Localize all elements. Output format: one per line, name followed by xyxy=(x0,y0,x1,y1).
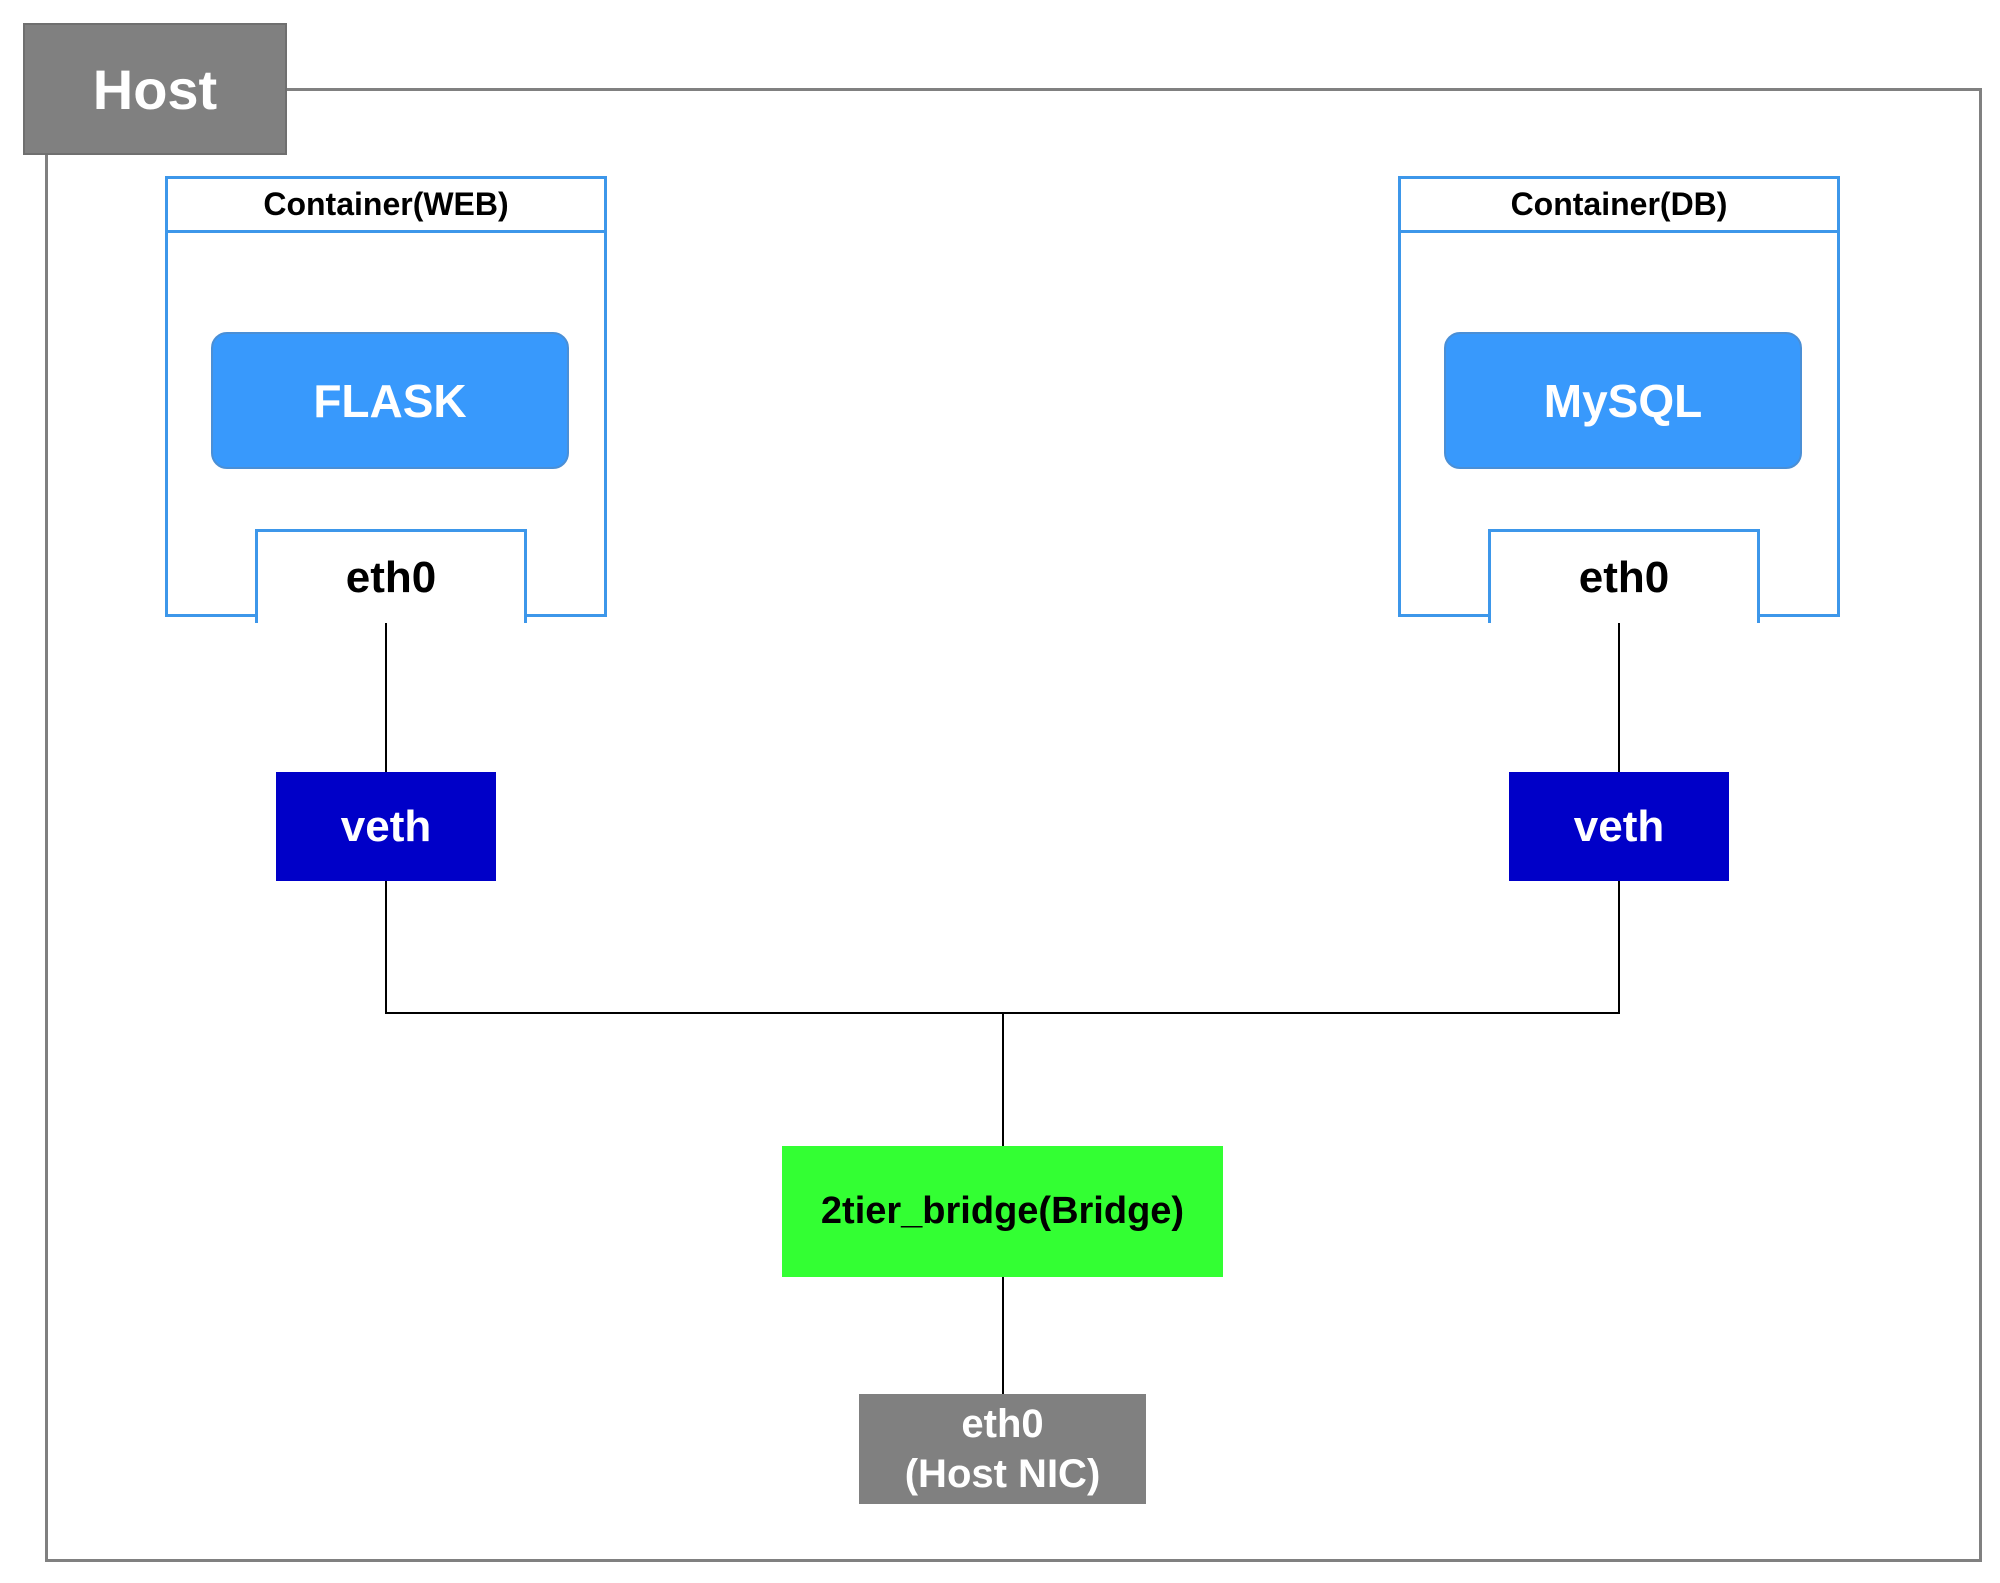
host-frame xyxy=(45,88,1982,1562)
bridge-box: 2tier_bridge(Bridge) xyxy=(782,1146,1223,1277)
veth-web: veth xyxy=(276,772,496,881)
container-db-title: Container(DB) xyxy=(1401,179,1837,233)
container-web-title: Container(WEB) xyxy=(168,179,604,233)
web-eth0-interface: eth0 xyxy=(255,529,527,623)
host-label: Host xyxy=(23,23,287,155)
db-eth0-interface: eth0 xyxy=(1488,529,1760,623)
wire-vethdb-to-junction xyxy=(1003,881,1620,1014)
container-db: Container(DB) MySQL eth0 xyxy=(1398,176,1840,623)
veth-db: veth xyxy=(1509,772,1729,881)
host-nic-name: eth0 xyxy=(961,1402,1044,1446)
host-nic-caption: (Host NIC) xyxy=(904,1452,1101,1496)
host-nic-box: eth0 (Host NIC) xyxy=(859,1394,1146,1504)
mysql-app-box: MySQL xyxy=(1444,332,1802,469)
container-web: Container(WEB) FLASK eth0 xyxy=(165,176,607,623)
wire-vethweb-to-junction xyxy=(385,881,1003,1014)
flask-app-box: FLASK xyxy=(211,332,569,469)
